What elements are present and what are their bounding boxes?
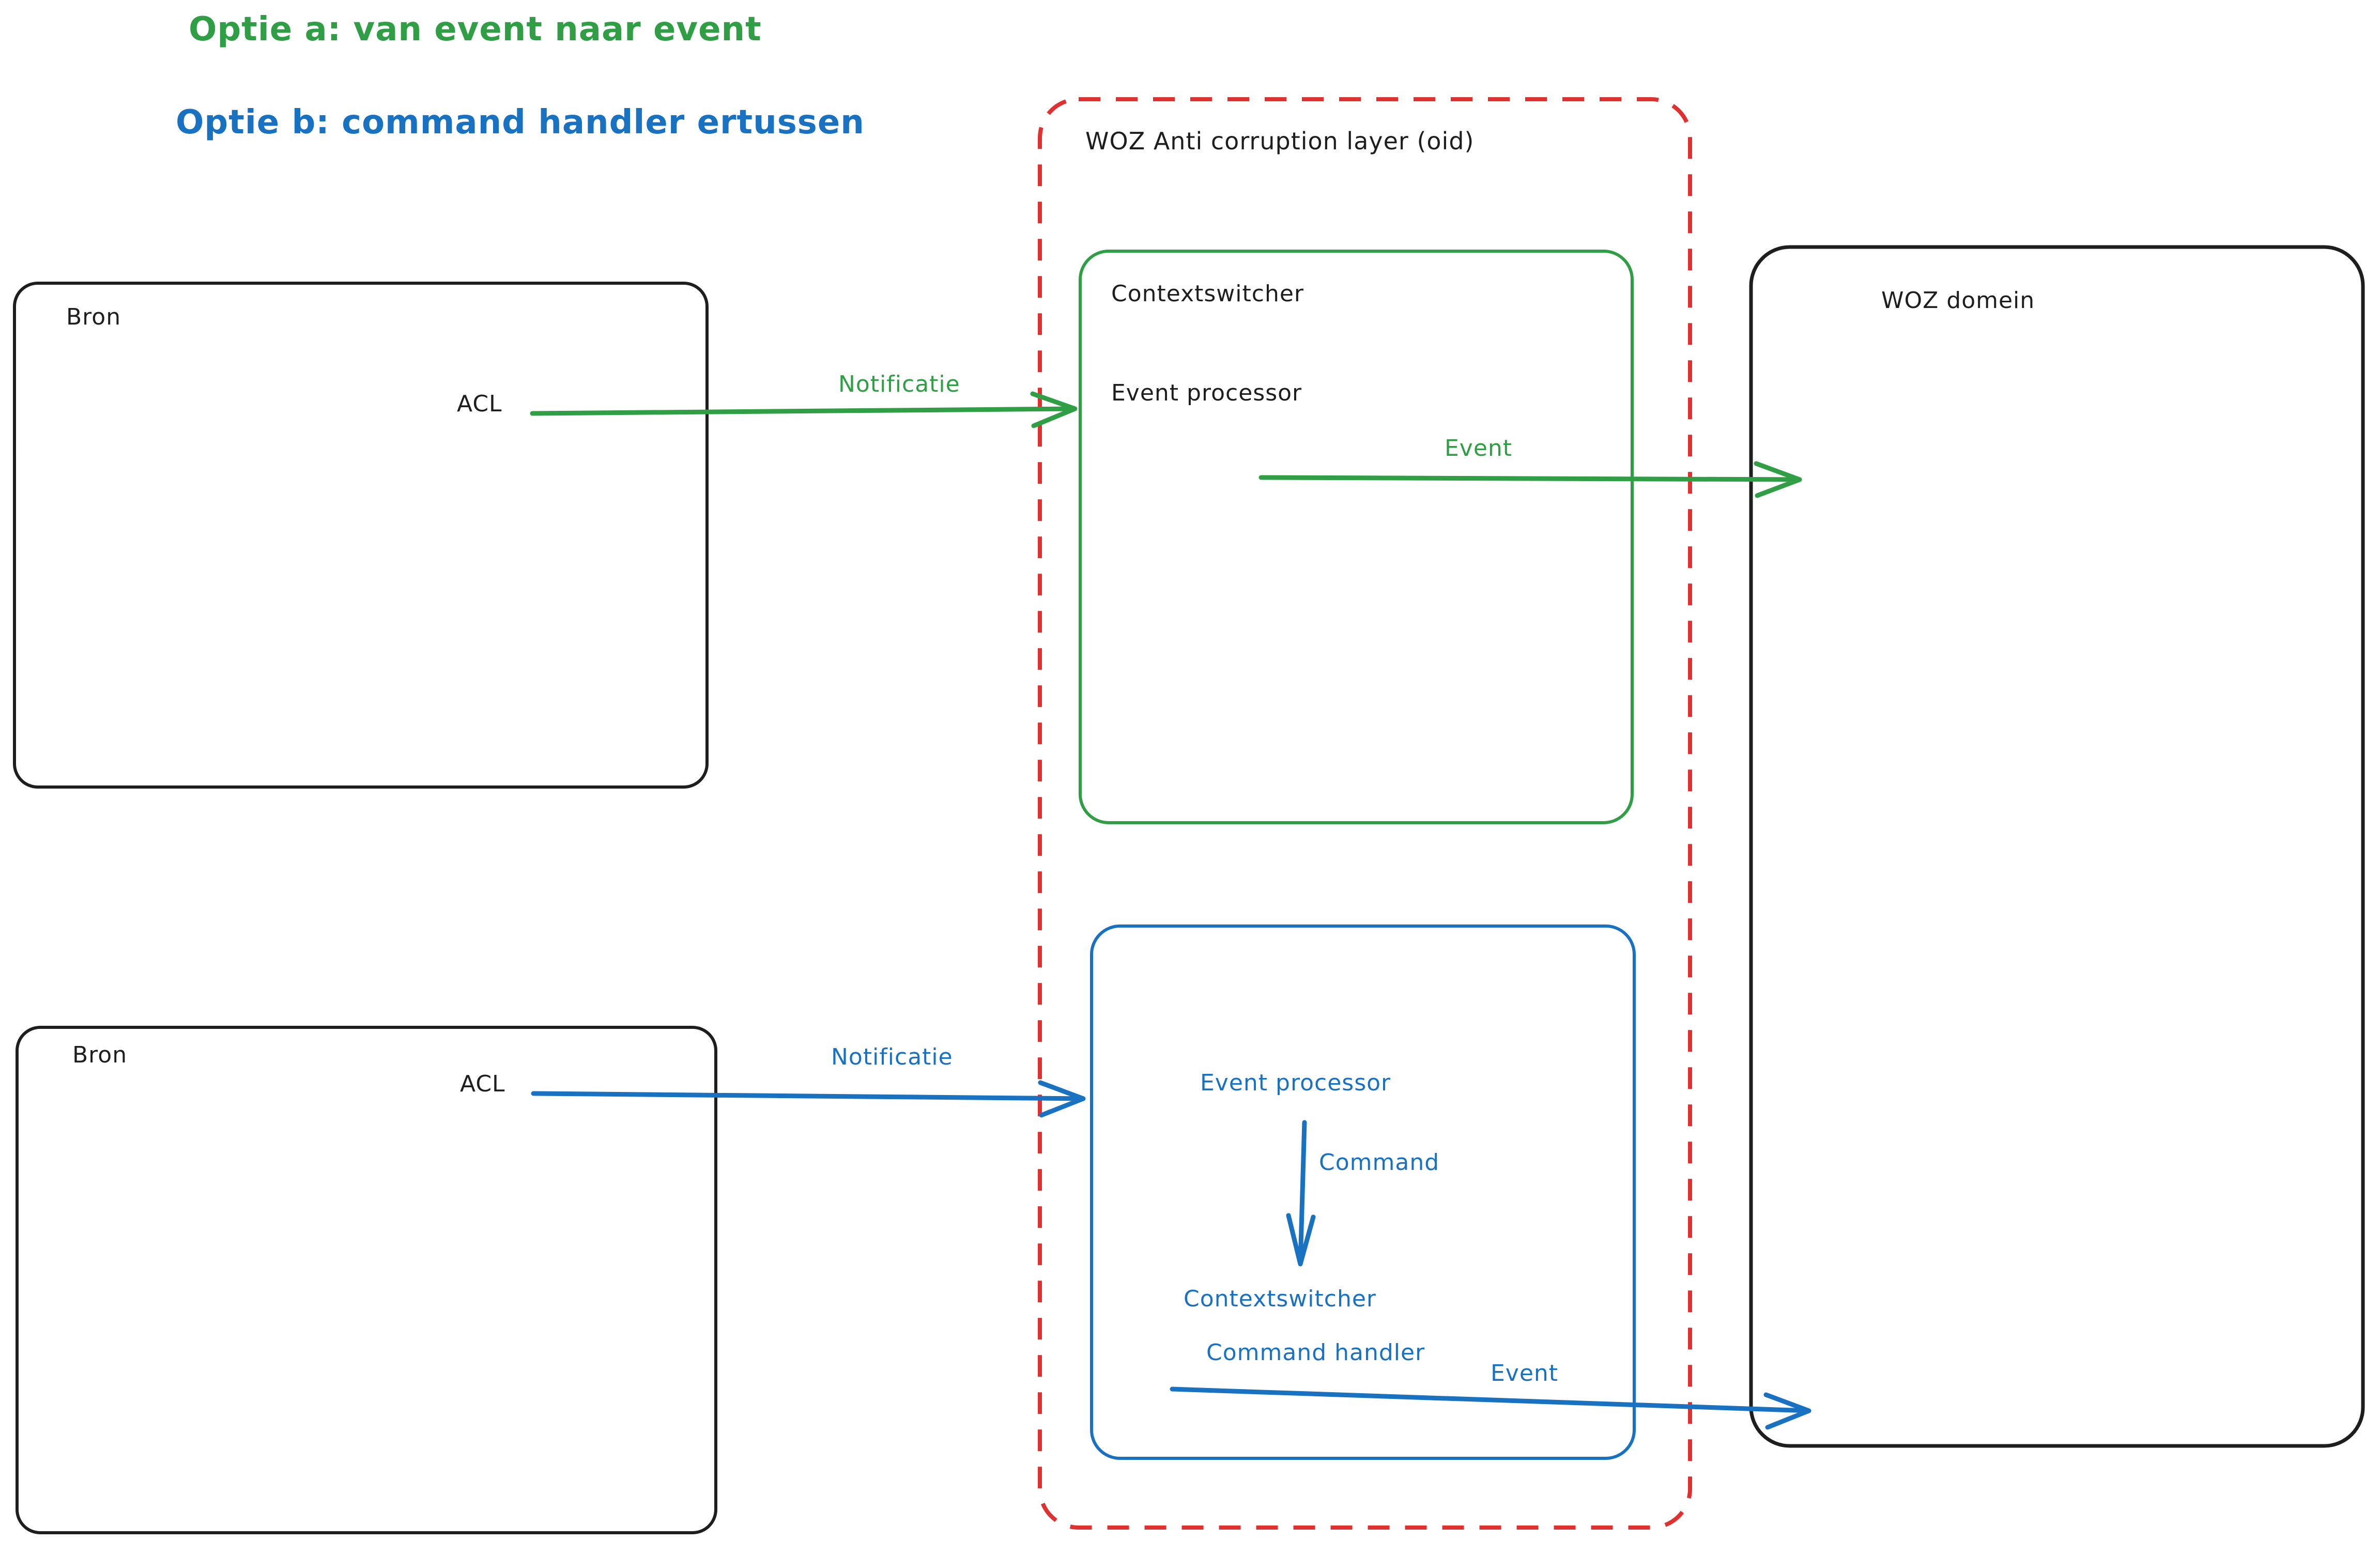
event-processor-a-label: Event processor — [1111, 380, 1302, 406]
source-box-a-acl-label: ACL — [457, 391, 502, 417]
contextswitcher-box-a-title: Contextswitcher — [1111, 281, 1304, 307]
source-box-a — [13, 282, 709, 789]
event-arrow-a — [1258, 461, 1802, 498]
option-a-title: Optie a: van event naar event — [189, 10, 762, 49]
event-arrow-a-label: Event — [1445, 435, 1513, 461]
event-arrow-b — [1170, 1386, 1811, 1430]
command-arrow-b — [1286, 1120, 1316, 1267]
contextswitcher-box-b — [1090, 924, 1636, 1460]
notificatie-arrow-b — [531, 1080, 1086, 1118]
event-processor-b-label: Event processor — [1200, 1070, 1391, 1096]
source-box-b-acl-label: ACL — [460, 1071, 505, 1097]
source-box-b-title: Bron — [72, 1042, 128, 1068]
notificatie-arrow-b-label: Notificatie — [831, 1044, 953, 1070]
event-arrow-b-label: Event — [1491, 1360, 1559, 1386]
contextswitcher-box-b-title: Contextswitcher — [1184, 1286, 1376, 1312]
source-box-a-title: Bron — [66, 304, 121, 330]
acl-layer-label: WOZ Anti corruption layer (oid) — [1085, 127, 1475, 155]
woz-domain-label: WOZ domein — [1881, 287, 2035, 314]
command-handler-b-label: Command handler — [1206, 1339, 1425, 1366]
source-box-b — [16, 1026, 717, 1534]
option-b-title: Optie b: command handler ertussen — [176, 103, 865, 142]
notificatie-arrow-a — [530, 391, 1078, 428]
acl-layer-dashed-box — [1038, 97, 1692, 1530]
woz-domain-box — [1749, 245, 2365, 1448]
contextswitcher-box-a — [1079, 250, 1634, 824]
command-arrow-b-label: Command — [1319, 1149, 1440, 1176]
notificatie-arrow-a-label: Notificatie — [838, 371, 960, 397]
